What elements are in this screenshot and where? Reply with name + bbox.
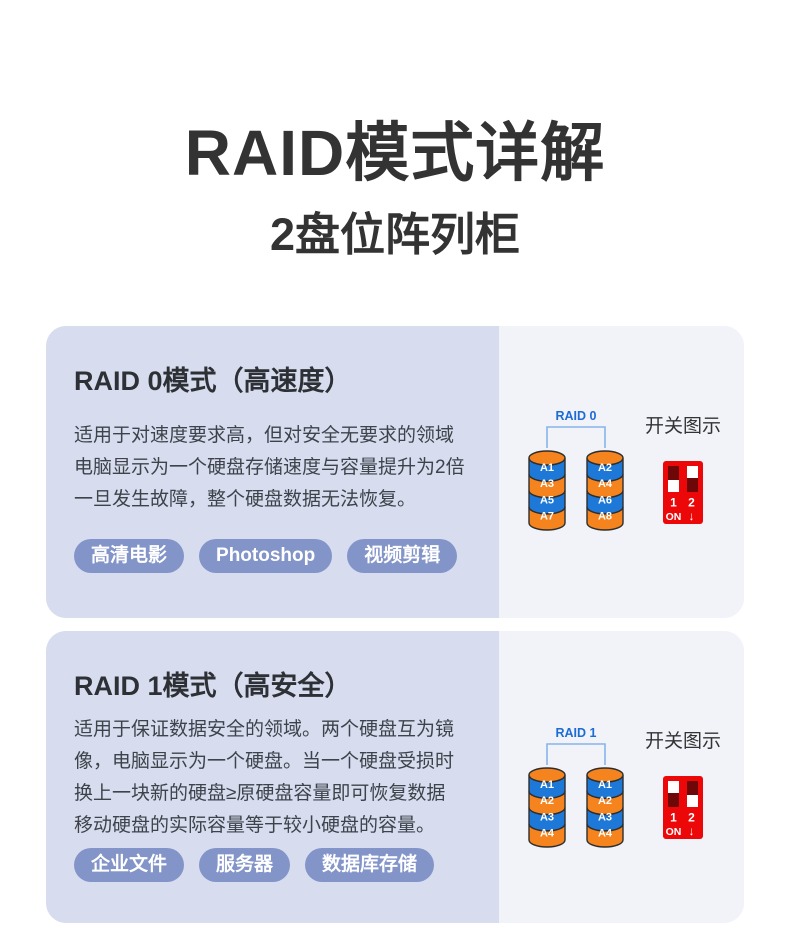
switch-toggle-1-up: [668, 781, 679, 793]
tag-pill: Photoshop: [199, 539, 333, 573]
raid1-diagram-panel: RAID 1 A1 A2 A3 A4: [499, 631, 744, 923]
disk-top-lid: [528, 450, 566, 466]
raid0-disk-diagram: RAID 0 A1 A3 A5 A7: [528, 409, 624, 531]
raid1-card: RAID 1模式（高安全） 适用于保证数据安全的领域。两个硬盘互为镜 像，电脑显…: [46, 631, 744, 923]
disk-top-lid: [528, 767, 566, 783]
switch-on-label: ON: [666, 826, 682, 838]
raid-cards-container: RAID 0模式（高速度） 适用于对速度要求高，但对安全无要求的领域 电脑显示为…: [46, 326, 744, 923]
raid0-switch-panel: 开关图示 1 2 ON ↓: [643, 415, 723, 524]
page-subtitle: 2盘位阵列柜: [269, 209, 521, 260]
disk-cylinder: A1 A3 A5 A7: [528, 450, 566, 531]
switch-pin-2-label: 2: [688, 811, 695, 825]
raid0-description-line: 一旦发生故障，整个硬盘数据无法恢复。: [74, 489, 417, 510]
disk-segment-label: A2: [598, 795, 612, 807]
dip-switch-icon: 1 2 ON ↓: [663, 776, 703, 839]
disk-segment-label: A1: [598, 779, 612, 791]
raid1-text-panel: RAID 1模式（高安全） 适用于保证数据安全的领域。两个硬盘互为镜 像，电脑显…: [46, 631, 499, 923]
tag-pill: 视频剪辑: [347, 539, 458, 573]
disk-segment-label: A3: [598, 812, 612, 824]
raid1-description-line: 适用于保证数据安全的领域。两个硬盘互为镜: [74, 719, 455, 740]
raid1-description-line: 移动硬盘的实际容量等于较小硬盘的容量。: [74, 815, 436, 836]
raid0-card: RAID 0模式（高速度） 适用于对速度要求高，但对安全无要求的领域 电脑显示为…: [46, 326, 744, 618]
disk-segment-label: A7: [540, 511, 554, 523]
disk-cylinder: A2 A4 A6 A8: [586, 450, 624, 531]
raid1-disk-diagram: RAID 1 A1 A2 A3 A4: [528, 726, 624, 848]
raid0-description-line: 适用于对速度要求高，但对安全无要求的领域: [74, 425, 455, 446]
disk-segment-label: A4: [598, 478, 613, 490]
raid1-heading: RAID 1模式（高安全）: [74, 671, 352, 701]
tag-pill: 数据库存储: [305, 848, 435, 882]
switch-title: 开关图示: [644, 731, 721, 752]
disk-segment-label: A3: [540, 478, 554, 490]
raid1-diagram-label: RAID 1: [556, 726, 597, 740]
raid1-switch-panel: 开关图示 1 2 ON ↓: [643, 730, 723, 839]
page-title: RAID模式详解: [184, 117, 606, 189]
disk-segment-label: A3: [540, 812, 554, 824]
raid1-description-line: 换上一块新的硬盘≥原硬盘容量即可恢复数据: [74, 783, 446, 804]
down-arrow-icon: ↓: [689, 824, 695, 838]
switch-toggle-2-up: [687, 466, 698, 478]
disk-cylinder: A1 A2 A3 A4: [528, 767, 566, 848]
raid0-diagram-label: RAID 0: [556, 409, 597, 423]
raid0-tags: 高清电影 Photoshop 视频剪辑: [74, 539, 458, 573]
switch-pin-1-label: 1: [670, 496, 677, 510]
switch-on-label: ON: [666, 511, 682, 523]
raid-bracket: [546, 426, 606, 448]
raid1-description: 适用于保证数据安全的领域。两个硬盘互为镜 像，电脑显示为一个硬盘。当一个硬盘受损…: [74, 714, 499, 842]
switch-pin-1-label: 1: [670, 811, 677, 825]
disk-top-lid: [586, 767, 624, 783]
raid0-heading: RAID 0模式（高速度）: [74, 366, 352, 396]
disk-segment-label: A6: [598, 495, 612, 507]
disk-segment-label: A2: [540, 795, 554, 807]
switch-title: 开关图示: [644, 416, 721, 437]
down-arrow-icon: ↓: [689, 509, 695, 523]
switch-toggle-1-down: [668, 480, 679, 492]
tag-pill: 服务器: [199, 848, 291, 882]
tag-pill: 企业文件: [74, 848, 185, 882]
disk-top-lid: [586, 450, 624, 466]
disk-cylinder: A1 A2 A3 A4: [586, 767, 624, 848]
raid1-description-line: 像，电脑显示为一个硬盘。当一个硬盘受损时: [74, 751, 455, 772]
disk-segment-label: A8: [598, 511, 612, 523]
disk-segment-label: A4: [540, 828, 555, 840]
disk-segment-label: A1: [540, 779, 554, 791]
dip-switch-icon: 1 2 ON ↓: [663, 461, 703, 524]
disk-segment-label: A4: [598, 828, 613, 840]
raid1-tags: 企业文件 服务器 数据库存储: [74, 848, 435, 882]
raid0-text-panel: RAID 0模式（高速度） 适用于对速度要求高，但对安全无要求的领域 电脑显示为…: [46, 326, 499, 618]
raid0-description: 适用于对速度要求高，但对安全无要求的领域 电脑显示为一个硬盘存储速度与容量提升为…: [74, 420, 499, 516]
disk-segment-label: A2: [598, 462, 612, 474]
tag-pill: 高清电影: [74, 539, 185, 573]
switch-pin-2-label: 2: [688, 496, 695, 510]
switch-toggle-2-down: [687, 795, 698, 807]
disk-segment-label: A5: [540, 495, 554, 507]
page-header: RAID模式详解 2盘位阵列柜: [0, 0, 790, 260]
disk-segment-label: A1: [540, 462, 554, 474]
raid-bracket: [546, 743, 606, 765]
raid0-description-line: 电脑显示为一个硬盘存储速度与容量提升为2倍: [74, 457, 465, 478]
raid0-diagram-panel: RAID 0 A1 A3 A5 A7: [499, 326, 744, 618]
